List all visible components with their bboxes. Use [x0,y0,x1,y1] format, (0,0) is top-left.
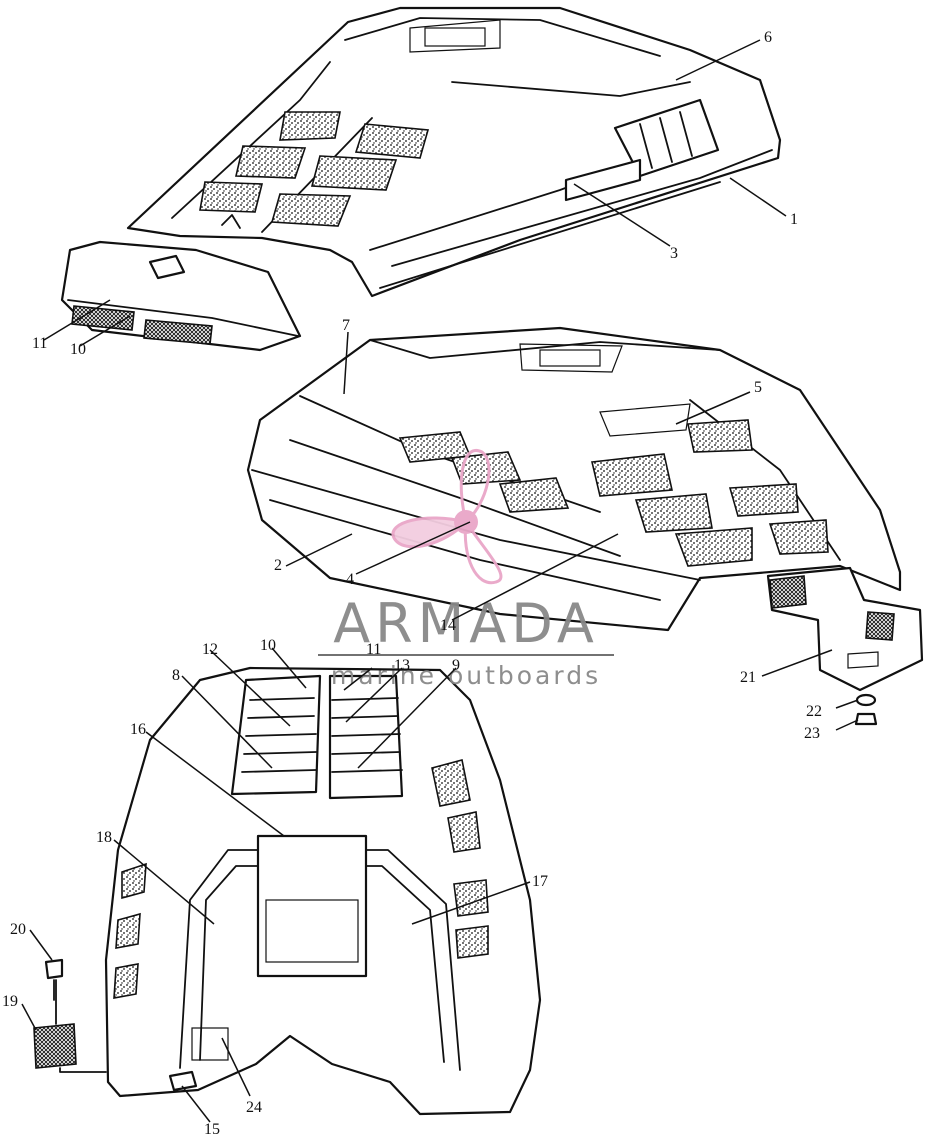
callout-7: 7 [342,317,350,334]
front-lip-panel [60,240,302,352]
callout-13: 13 [394,657,410,674]
callout-18: 18 [96,829,112,846]
callout-17: 17 [532,873,548,890]
lower-hood-assembly [33,666,542,1116]
callout-10-front-lip: 10 [70,341,86,358]
callout-1: 1 [790,211,798,228]
callout-22: 22 [806,703,822,720]
callout-3: 3 [670,245,678,262]
callout-11-front-lip: 11 [32,335,47,352]
callout-15: 15 [204,1121,220,1137]
watermark-tagline: marine outboards [331,661,601,690]
callout-24: 24 [246,1099,262,1116]
armada-watermark: ARMADA marine outboards [318,448,614,690]
callout-8: 8 [172,667,180,684]
callout-2: 2 [274,557,282,574]
callout-23: 23 [804,725,820,742]
callout-11-lower: 11 [366,641,381,658]
callout-6: 6 [764,29,772,46]
callout-9: 9 [452,657,460,674]
callout-5: 5 [754,379,762,396]
callout-19: 19 [2,993,18,1010]
callout-10-lower: 10 [260,637,276,654]
callout-4: 4 [346,571,354,588]
callout-21: 21 [740,669,756,686]
middle-hood-assembly [246,326,924,726]
callout-12: 12 [202,641,218,658]
watermark-brand: ARMADA [333,592,599,655]
callout-20: 20 [10,921,26,938]
upper-hood-assembly [126,6,782,298]
propeller-logo [391,448,503,585]
callout-labels: 1 2 3 4 5 6 7 8 9 10 10 11 11 12 13 14 1… [2,29,822,1137]
callout-16: 16 [130,721,146,738]
leader-lines [21,39,859,1123]
callout-14: 14 [440,617,456,634]
